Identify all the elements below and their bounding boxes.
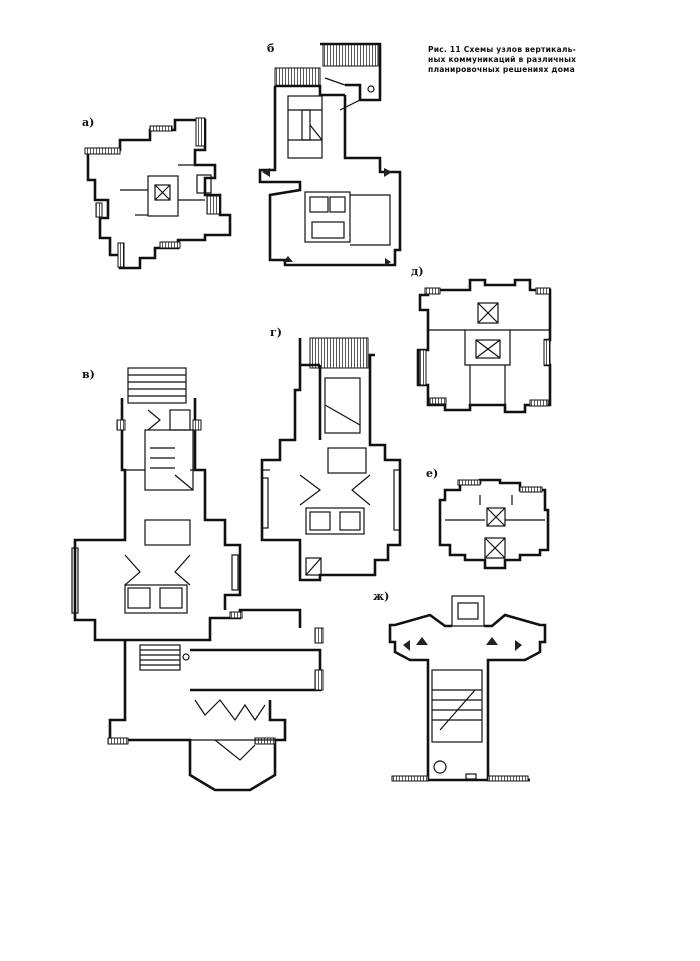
plan-e — [438, 478, 550, 570]
label-zh: ж) — [373, 590, 390, 603]
label-v: в) — [82, 368, 95, 381]
label-e: е) — [426, 467, 439, 480]
plan-a — [84, 117, 232, 270]
label-d: д) — [411, 265, 424, 278]
plan-d — [416, 278, 552, 414]
label-b: б — [267, 42, 275, 55]
label-a: а) — [82, 116, 95, 129]
caption-line-2: ных коммуникаций в различных — [428, 55, 577, 64]
caption-line-1: Рис. 11 Схемы узлов вертикаль- — [428, 45, 576, 54]
plan-zh — [388, 595, 547, 782]
label-g: г) — [270, 326, 282, 339]
figure-caption: Рис. 11 Схемы узлов вертикаль- ных комму… — [428, 45, 598, 75]
plan-v — [71, 367, 324, 792]
caption-line-3: планировочных решениях дома — [428, 65, 575, 74]
plan-g — [260, 337, 402, 582]
plan-b — [258, 42, 402, 267]
